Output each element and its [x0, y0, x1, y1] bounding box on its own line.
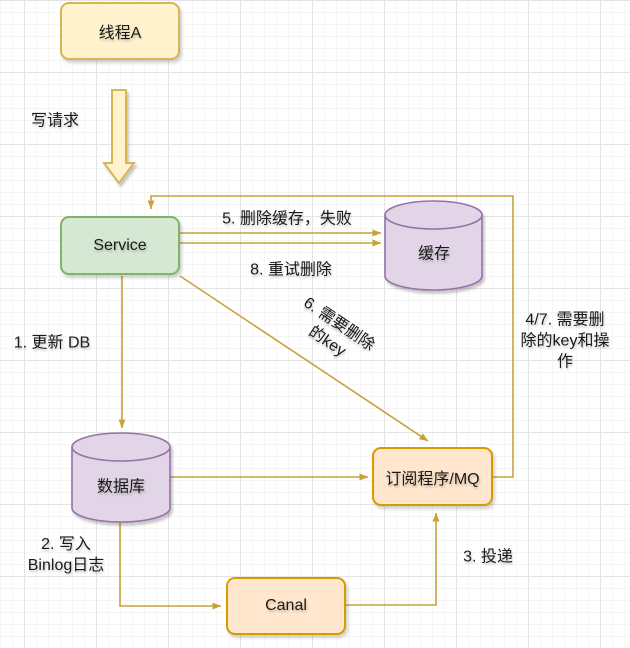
label-write-request: 写请求 — [30, 112, 80, 130]
label-step2: 2. 写入 Binlog日志 — [28, 534, 104, 576]
label-step47-line2: 除的key和操 — [520, 332, 610, 350]
node-cache-shape[interactable] — [384, 200, 483, 291]
write-request-block-arrow[interactable] — [102, 89, 136, 185]
label-step3: 3. 投递 — [463, 548, 513, 566]
edge-database-to-canal[interactable] — [119, 522, 222, 610]
label-step2-line1: 2. 写入 — [41, 536, 91, 553]
label-step47: 4/7. 需要删 除的key和操 作 — [521, 310, 610, 373]
label-step8: 8. 重试删除 — [250, 261, 332, 279]
node-mq-label: 订阅程序/MQ — [385, 470, 480, 488]
node-thread-a[interactable]: 线程A — [60, 2, 180, 60]
edge-mq-to-service-loop[interactable] — [147, 195, 514, 478]
edge-service-to-mq-diagonal[interactable] — [179, 275, 429, 442]
node-canal-label: Canal — [265, 597, 307, 614]
node-canal[interactable]: Canal — [226, 577, 346, 635]
label-step47-line1: 4/7. 需要删 — [525, 311, 605, 329]
node-service-label: Service — [93, 236, 147, 254]
node-database-shape[interactable] — [71, 432, 171, 523]
node-mq[interactable]: 订阅程序/MQ — [372, 447, 493, 506]
node-service[interactable]: Service — [60, 216, 180, 275]
node-thread-a-label: 线程A — [98, 25, 142, 42]
node-cache-label: 缓存 — [417, 245, 451, 263]
node-database-label: 数据库 — [96, 478, 146, 496]
edge-canal-to-mq[interactable] — [346, 512, 440, 606]
label-step2-line2: Binlog日志 — [27, 557, 105, 574]
label-step47-line3: 作 — [556, 353, 573, 371]
label-step5: 5. 删除缓存，失败 — [222, 210, 352, 228]
label-step1: 1. 更新 DB — [13, 334, 91, 352]
